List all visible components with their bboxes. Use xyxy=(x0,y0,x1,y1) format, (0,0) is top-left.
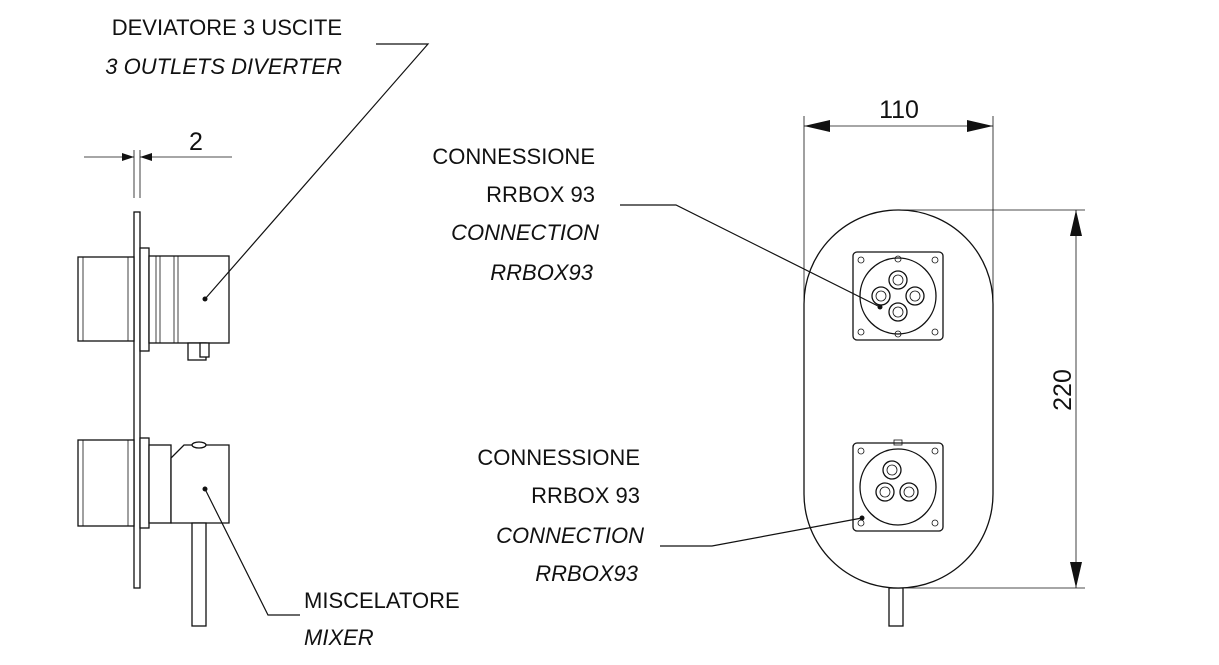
connection-top-leader xyxy=(620,204,881,308)
connection-bottom xyxy=(852,439,944,532)
connection-top xyxy=(852,251,944,341)
front-view: 110 220 xyxy=(620,96,1085,627)
mixer-lever xyxy=(191,522,207,627)
mixer-leader xyxy=(204,488,300,616)
labels: DEVIATORE 3 USCITE 3 OUTLETS DIVERTER MI… xyxy=(105,15,644,650)
lower-flange xyxy=(139,437,150,529)
label-conn-bot-it-2: RRBOX 93 xyxy=(531,483,640,508)
label-conn-bot-it-1: CONNESSIONE xyxy=(477,445,640,470)
lower-knob xyxy=(77,439,135,527)
front-lever xyxy=(888,587,904,627)
side-plate xyxy=(133,211,141,589)
connection-bottom-leader xyxy=(660,517,863,547)
diverter-leader xyxy=(204,43,430,300)
label-conn-top-en-1: CONNECTION xyxy=(451,220,599,245)
label-mixer-it: MISCELATORE xyxy=(304,588,460,613)
dim-plate-offset: 2 xyxy=(189,128,203,156)
side-view: 2 xyxy=(77,43,430,627)
label-conn-top-en-2: RRBOX93 xyxy=(490,260,593,285)
label-mixer-en: MIXER xyxy=(304,625,374,650)
dim-width: 110 xyxy=(879,96,919,124)
label-conn-top-it-1: CONNESSIONE xyxy=(432,144,595,169)
dim-height: 220 xyxy=(1049,369,1077,411)
label-conn-top-it-2: RRBOX 93 xyxy=(486,182,595,207)
label-diverter-it: DEVIATORE 3 USCITE xyxy=(112,15,342,40)
label-diverter-en: 3 OUTLETS DIVERTER xyxy=(105,54,342,79)
lower-body xyxy=(170,444,230,524)
label-conn-bot-en-2: RRBOX93 xyxy=(535,561,638,586)
label-conn-bot-en-1: CONNECTION xyxy=(496,523,644,548)
upper-knob xyxy=(77,256,135,342)
upper-flange xyxy=(139,247,150,352)
upper-body xyxy=(148,255,230,344)
